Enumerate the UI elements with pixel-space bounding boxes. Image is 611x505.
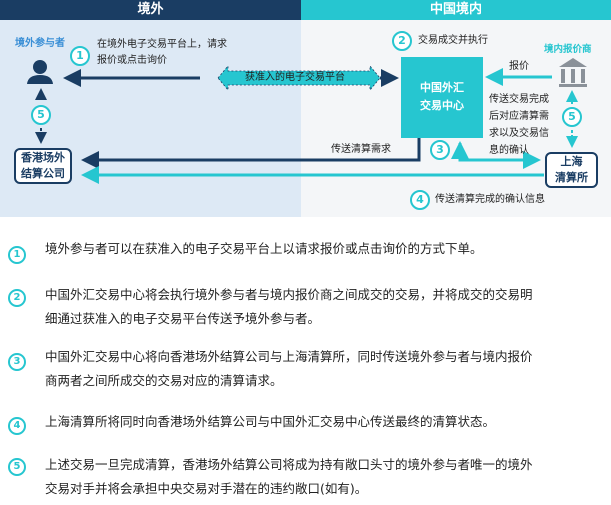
list-line: 境外参与者可以在获准入的电子交易平台上以请求报价或点击询价的方式下单。 — [45, 241, 483, 256]
list-step-3-badge: 3 — [8, 353, 26, 371]
list-step-4-badge: 4 — [8, 417, 26, 435]
confirm-text-2: 后对应清算需 — [489, 111, 549, 122]
list-step-2: 中国外汇交易中心将会执行境外参与者与境内报价商之间成交的交易，并将成交的交易明细… — [45, 283, 605, 331]
cfets-box: 中国外汇 交易中心 — [401, 57, 483, 138]
step1-text-2: 报价或点击询价 — [97, 55, 167, 66]
clearing-request-arrow — [81, 138, 421, 169]
list-line: 交易对手并将会承担中央交易对手潜在的违约敞口(如有)。 — [45, 481, 368, 496]
hk-line-2: 结算公司 — [21, 167, 65, 180]
step4-text: 传送清算完成的确认信息 — [435, 194, 545, 205]
quote-label: 报价 — [509, 61, 529, 72]
list-line: 中国外汇交易中心将向香港场外结算公司与上海清算所，同时传送境外参与者与境内报价 — [45, 349, 533, 364]
list-step-1-badge: 1 — [8, 246, 26, 264]
bank-icon — [559, 58, 587, 87]
list-step-4: 上海清算所将同时向香港场外结算公司与中国外汇交易中心传送最终的清算状态。 — [45, 410, 605, 434]
list-step-5: 上述交易一旦完成清算，香港场外结算公司将成为持有敞口头寸的境外参与者唯一的境外交… — [45, 453, 605, 501]
onshore-dealer-label: 境内报价商 — [544, 44, 592, 55]
confirm-text-1: 传送交易完成 — [489, 94, 549, 105]
header-offshore: 境外 — [0, 0, 301, 20]
step-5-badge-right: 5 — [562, 107, 582, 127]
list-line: 细通过获准入的电子交易平台传送予境外参与者。 — [45, 311, 321, 326]
cfets-line-2: 交易中心 — [420, 99, 464, 112]
shch-line-2: 清算所 — [555, 171, 588, 184]
cfets-line-1: 中国外汇 — [420, 81, 464, 94]
flow-arrows — [27, 58, 587, 184]
list-step-2-badge: 2 — [8, 289, 26, 307]
confirm-text-3: 求以及交易信 — [489, 128, 549, 139]
hk-clearing-box: 香港场外 结算公司 — [14, 148, 72, 184]
step-5-badge-left: 5 — [31, 105, 51, 125]
shch-box: 上海 清算所 — [545, 152, 598, 188]
list-step-5-badge: 5 — [8, 458, 26, 476]
person-icon — [27, 60, 53, 84]
platform-double-arrow — [217, 64, 381, 92]
list-step-1: 境外参与者可以在获准入的电子交易平台上以请求报价或点击询价的方式下单。 — [45, 237, 605, 261]
send-clearing-label: 传送清算需求 — [331, 144, 391, 155]
platform-label: 获准入的电子交易平台 — [245, 72, 345, 83]
step2-text: 交易成交并执行 — [418, 35, 488, 46]
confirm-text-4: 息的确认 — [489, 145, 529, 156]
list-line: 上海清算所将同时向香港场外结算公司与中国外汇交易中心传送最终的清算状态。 — [45, 414, 496, 429]
list-step-3: 中国外汇交易中心将向香港场外结算公司与上海清算所，同时传送境外参与者与境内报价商… — [45, 345, 605, 393]
shch-line-1: 上海 — [560, 155, 583, 168]
step1-text-1: 在境外电子交易平台上，请求 — [97, 39, 227, 50]
list-line: 中国外汇交易中心将会执行境外参与者与境内报价商之间成交的交易，并将成交的交易明 — [45, 287, 533, 302]
hk-line-1: 香港场外 — [21, 151, 65, 164]
step-4-badge: 4 — [410, 190, 430, 210]
step-1-badge: 1 — [70, 46, 90, 66]
step-2-badge: 2 — [392, 31, 412, 51]
list-line: 商两者之间所成交的交易对应的清算请求。 — [45, 373, 283, 388]
list-line: 上述交易一旦完成清算，香港场外结算公司将成为持有敞口头寸的境外参与者唯一的境外 — [45, 457, 533, 472]
header-onshore: 中国境内 — [301, 0, 611, 20]
step-3-badge: 3 — [430, 140, 450, 160]
offshore-participant-label: 境外参与者 — [15, 38, 65, 49]
